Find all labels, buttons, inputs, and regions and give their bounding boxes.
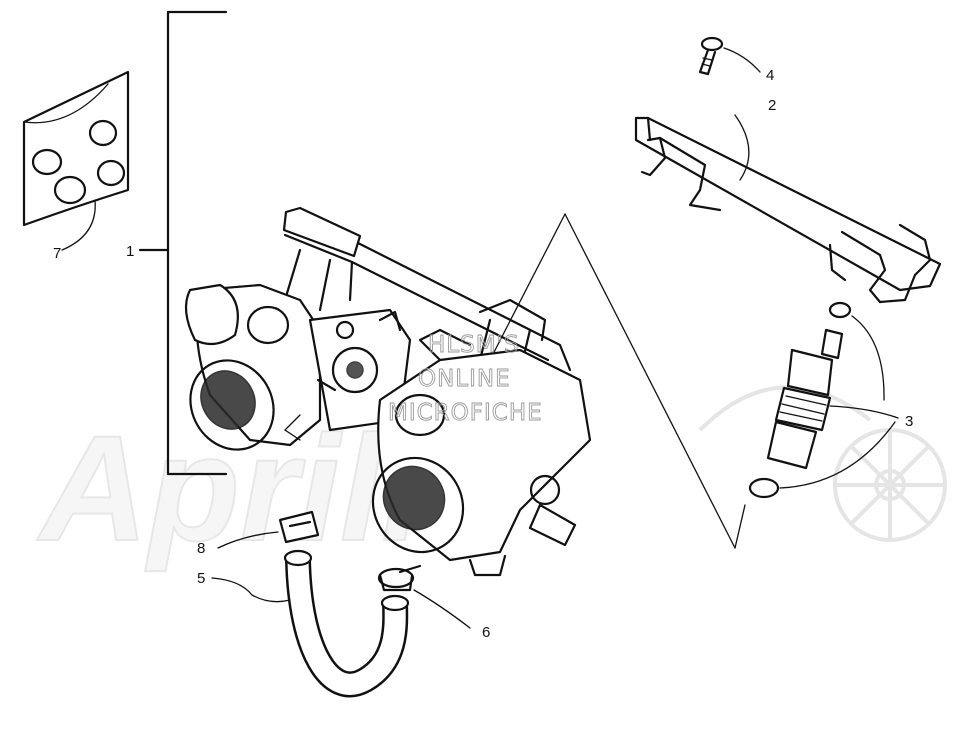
throttle-body [184, 206, 592, 577]
hose-clamp-small [217, 510, 320, 549]
callout-3: 3 [905, 413, 913, 430]
fuel-rail [634, 114, 942, 304]
callout-1: 1 [126, 243, 134, 260]
exploded-view-lines [489, 213, 746, 549]
screw [698, 36, 761, 76]
watermark-wheel [698, 385, 947, 542]
stamp-line-2: ONLINE [418, 366, 511, 392]
stamp-line-1: HLSM'S [428, 332, 519, 358]
stamp-line-3: MICROFICHE [388, 400, 543, 426]
callout-6: 6 [482, 624, 490, 641]
fuel-injector [748, 301, 899, 499]
callout-7: 7 [53, 245, 61, 262]
callout-4: 4 [766, 67, 774, 84]
callout-5: 5 [197, 570, 205, 587]
callouts: 1 2 3 4 5 6 7 8 [53, 67, 913, 641]
callout-2: 2 [768, 97, 776, 114]
callout-8: 8 [197, 540, 205, 557]
group-bracket [138, 10, 228, 476]
oring-kit-bag [22, 70, 130, 251]
hose [211, 549, 410, 698]
microfiche-stamp: HLSM'S ONLINE MICROFICHE [388, 332, 543, 427]
hose-clamp [377, 564, 471, 629]
